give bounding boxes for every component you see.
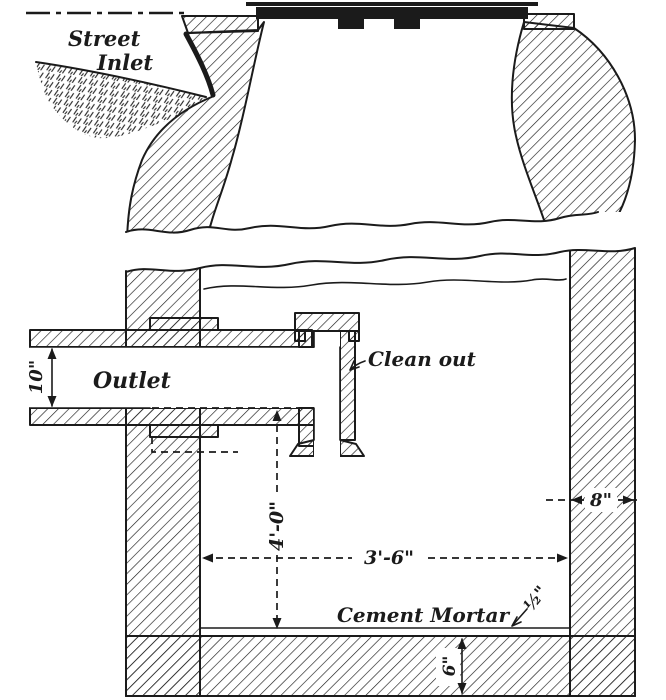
bell-hidden-lines	[151, 437, 238, 453]
arrowhead-up	[272, 410, 282, 421]
dim-width: 3'-6"	[202, 547, 568, 569]
grate-bar	[256, 7, 528, 19]
arrowhead-left	[571, 495, 582, 505]
cleanout-fitting	[289, 312, 365, 458]
arrowhead-right	[623, 495, 634, 505]
break-line-cavity	[203, 278, 567, 290]
dim-text-10in: 10"	[26, 360, 47, 394]
arrowhead-right	[557, 553, 568, 563]
dim-depth: 4'-0"	[266, 410, 288, 629]
dim-mortar-thickness: ½"	[511, 582, 552, 627]
text-backing	[585, 488, 617, 512]
pipe-wall-bottom	[29, 407, 315, 426]
pipe-bore	[30, 347, 340, 408]
elbow-foot-left	[289, 439, 315, 457]
label-street-inlet-2: Inlet	[96, 50, 153, 75]
dim-pipe-diameter: 10"	[26, 348, 57, 407]
label-cement-mortar: Cement Mortar	[337, 603, 510, 627]
leader-arrow	[511, 608, 528, 627]
grate-rib	[338, 19, 364, 29]
arrowhead-down	[47, 396, 57, 407]
grate-rib	[394, 19, 420, 29]
arrowhead-up	[47, 348, 57, 359]
arrowhead-left	[202, 553, 213, 563]
elbow-foot-right	[339, 439, 365, 457]
label-clean-out: Clean out	[349, 347, 477, 371]
cleanout-cap-tab	[348, 330, 360, 342]
dim-text-6in: 6"	[440, 656, 460, 677]
earth-scribble	[36, 62, 206, 139]
dim-wall-thickness: 8"	[546, 488, 641, 512]
cleanout-cap-tab	[294, 330, 306, 342]
cleanout-cap	[294, 312, 360, 332]
riser-wall-right	[339, 330, 356, 441]
inlet-wall-right	[510, 21, 636, 243]
arrowhead-down	[457, 683, 467, 694]
basin-wall-left	[125, 249, 201, 697]
label-street-inlet-1: Street	[68, 26, 141, 51]
section-break-gap	[118, 212, 648, 272]
slope-edge	[35, 61, 207, 98]
basin-edges	[125, 248, 636, 697]
outlet-pipe	[29, 317, 340, 438]
leader-arrow	[349, 360, 366, 371]
basin-floor	[125, 635, 636, 697]
break-line-upper	[125, 211, 599, 234]
pipe-bell-collar-bottom	[149, 424, 219, 438]
riser-bore-edges	[313, 330, 341, 441]
basin-wall-right	[569, 237, 636, 697]
label-outlet: Outlet	[93, 368, 171, 394]
dim-text-8in: 8"	[589, 490, 612, 511]
pipe-bore-edges	[29, 330, 341, 441]
label-clean-out-text: Clean out	[368, 347, 477, 371]
dim-base-thickness: 6"	[436, 638, 467, 694]
arrowhead-down	[272, 618, 282, 629]
dim-text-3ft6: 3'-6"	[364, 547, 414, 569]
inlet-grate	[246, 2, 538, 29]
arrowhead-up	[457, 638, 467, 649]
earth-slope	[35, 61, 207, 139]
dim-text-4ft: 4'-0"	[266, 501, 288, 551]
pipe-bell-collar-top	[149, 317, 219, 331]
text-backing	[436, 648, 460, 686]
pipe-wall-top	[29, 329, 313, 348]
grate-frame	[246, 2, 538, 6]
riser-bore	[314, 331, 340, 458]
inlet-wall-left	[126, 21, 265, 241]
